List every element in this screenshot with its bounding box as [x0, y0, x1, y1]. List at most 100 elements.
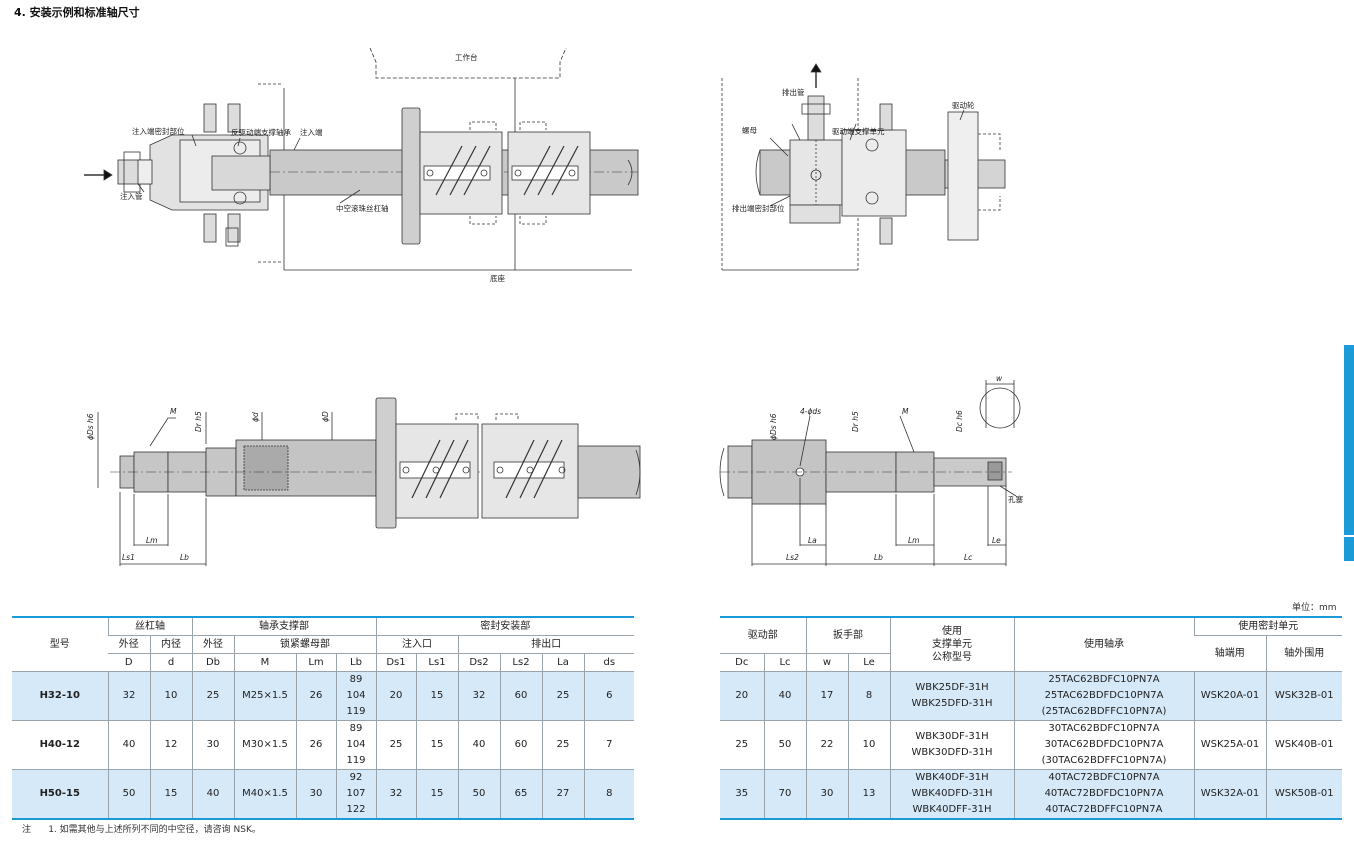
cell-Le: 10 — [847, 719, 890, 769]
cell-Lb-line: 92 — [349, 771, 363, 783]
dim-Ls2: Ls2 — [786, 553, 799, 562]
cell-bearing-line: 40TAC72BDFC10PN7A — [1048, 771, 1160, 783]
cell-La: 27 — [541, 768, 584, 820]
group-wrench: 扳手部 — [805, 616, 890, 653]
col-Lm: Lm — [295, 652, 336, 671]
drive-spec-table: 驱动部 扳手部 使用 支撑单元 公称型号 使用轴承 使用密封单元 轴端用 轴外围… — [720, 616, 1342, 820]
cell-Dc: 35 — [720, 768, 764, 820]
cell-unit-model-line: WBK30DFD-31H — [911, 746, 993, 758]
cell-Dc: 20 — [720, 670, 764, 720]
dim-w: w — [996, 374, 1003, 383]
cell-Lc: 40 — [763, 670, 806, 720]
cell-Lb-line: 104 — [346, 738, 366, 750]
dim-dh5-right: Dr h5 — [851, 411, 860, 432]
cell-Db: 30 — [191, 719, 234, 769]
dim-ds-right: ϕDs h6 — [769, 413, 778, 440]
cell-shaft-end: WSK20A-01 — [1193, 670, 1266, 720]
cell-Lb-line: 89 — [349, 722, 363, 734]
cell-Lm: 30 — [295, 768, 336, 820]
cell-Ds2: 50 — [457, 768, 500, 820]
cell-w: 22 — [805, 719, 848, 769]
col-Lb: Lb — [335, 652, 376, 671]
cell-shaft-end: WSK32A-01 — [1193, 768, 1266, 820]
shaft-dimension-left — [97, 397, 641, 566]
col-shaft-end: 轴端用 — [1194, 634, 1266, 671]
inlet-seal-label: 注入端密封部位 — [132, 126, 185, 136]
dim-ds-left: ϕDs h6 — [86, 413, 95, 440]
group-seal-mount: 密封安装部 — [375, 616, 634, 635]
cell-Lb-line: 119 — [346, 705, 366, 717]
cell-M: M30×1.5 — [233, 719, 296, 769]
dim-Lb-right: Lb — [874, 553, 883, 562]
base-label: 底座 — [490, 273, 505, 283]
cell-bearing-line: 30TAC62BDFDC10PN7A — [1044, 738, 1164, 750]
col-outer-dia: 外径 — [108, 634, 150, 653]
top-left-assembly — [84, 47, 639, 271]
dim-phi-d: ϕd — [251, 412, 260, 422]
col-M: M — [233, 652, 296, 671]
top-right-assembly — [721, 63, 1006, 271]
dim-Le: Le — [992, 536, 1001, 545]
cell-bearing-line: 30TAC62BDFC10PN7A — [1048, 722, 1160, 734]
cell-Ls1: 15 — [415, 719, 458, 769]
group-outlet: 排出口 — [457, 634, 634, 653]
hollow-shaft-label: 中空滚珠丝杠轴 — [336, 203, 389, 213]
col-Dc: Dc — [720, 652, 764, 671]
cell-Ds1: 25 — [375, 719, 416, 769]
cell-d: 12 — [149, 719, 192, 769]
cell-M: M40×1.5 — [233, 768, 296, 820]
cell-unit-model-line: WBK30DF-31H — [915, 730, 989, 742]
cell-Ds1: 32 — [375, 768, 416, 820]
cell-D: 32 — [107, 670, 150, 720]
dim-Lm-right: Lm — [908, 536, 919, 545]
cell-Dc: 25 — [720, 719, 764, 769]
col-shaft-outer: 轴外围用 — [1265, 634, 1342, 671]
cell-D: 40 — [107, 719, 150, 769]
cell-unit-model-line: WBK40DFF-31H — [912, 803, 992, 815]
unit-label: 单位：mm — [1292, 603, 1337, 613]
col-Le: Le — [847, 652, 890, 671]
note-text: 1. 如需其他与上述所列不同的中空径，请咨询 NSK。 — [48, 825, 261, 835]
cell-La: 25 — [541, 719, 584, 769]
dim-Lc: Lc — [964, 553, 973, 562]
group-inlet: 注入口 — [375, 634, 458, 653]
group-locknut: 锁紧螺母部 — [233, 634, 376, 653]
dim-dc-h6: Dc h6 — [955, 410, 964, 432]
cell-Db: 40 — [191, 768, 234, 820]
dim-Lb-left: Lb — [180, 553, 189, 562]
inlet-pipe-label: 注入管 — [120, 191, 143, 201]
dim-Lm-left: Lm — [146, 536, 157, 545]
cell-unit-model-line: WBK40DFD-31H — [911, 787, 993, 799]
col-unit-model: 使用 支撑单元 公称型号 — [889, 616, 1014, 671]
col-Ds1: Ds1 — [375, 652, 416, 671]
cell-Lc: 50 — [763, 719, 806, 769]
group-screw-shaft: 丝杠轴 — [107, 616, 192, 635]
cell-Ls1: 15 — [415, 768, 458, 820]
col-Db: Db — [191, 652, 234, 671]
cell-Le: 13 — [847, 768, 890, 820]
cell-Lb-line: 89 — [349, 673, 363, 685]
cell-w: 30 — [805, 768, 848, 820]
col-model: 型号 — [12, 616, 108, 671]
technical-drawings: 工作台 注入端密封部位 反驱动端支撑轴承 注入端 注入管 中空滚珠丝杠轴 底座 … — [84, 47, 1023, 566]
cell-Lb-line: 122 — [346, 803, 366, 815]
cell-bearing-line: 25TAC62BDFC10PN7A — [1048, 673, 1160, 685]
col-La: La — [541, 652, 584, 671]
cell-d: 15 — [149, 768, 192, 820]
cell-M: M25×1.5 — [233, 670, 296, 720]
cell-Db: 25 — [191, 670, 234, 720]
cell-shaft-outer: WSK50B-01 — [1265, 768, 1342, 820]
col-Lc: Lc — [763, 652, 806, 671]
col-Ls1: Ls1 — [415, 652, 458, 671]
cell-bearing-line: 40TAC72BDFDC10PN7A — [1044, 787, 1164, 799]
cell-Ls2: 60 — [499, 670, 542, 720]
